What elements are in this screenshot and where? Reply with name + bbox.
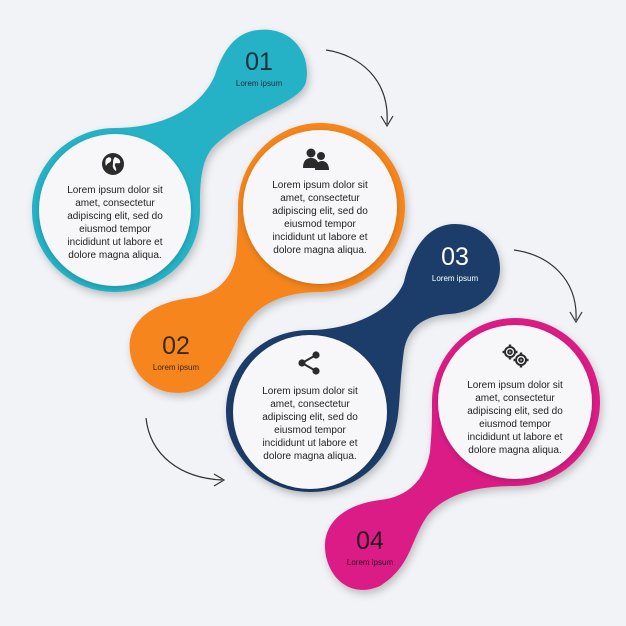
arrow-1-to-2 — [325, 49, 394, 128]
step-1-shape — [32, 29, 307, 292]
step-4-shape — [324, 318, 600, 590]
step-2-label: Lorem ipsum — [152, 363, 200, 372]
arrow-2-to-3 — [145, 417, 226, 487]
step-4-description: Lorem ipsum dolor sit amet, consectetur … — [467, 380, 563, 456]
step-2-description: Lorem ipsum dolor sit amet, consectetur … — [272, 180, 368, 256]
step-3-number: 03 — [441, 243, 469, 271]
share-icon — [298, 351, 320, 375]
step-3-label: Lorem ipsum — [431, 274, 479, 283]
step-1-number: 01 — [245, 48, 273, 76]
step-2-shape — [129, 123, 405, 393]
step-3-description: Lorem ipsum dolor sit amet, consectetur … — [262, 386, 358, 462]
users-icon — [303, 148, 329, 170]
step-1-label: Lorem ipsum — [235, 79, 283, 88]
globe-icon — [102, 153, 124, 175]
arrow-3-to-4 — [513, 249, 583, 324]
step-1-description: Lorem ipsum dolor sit amet, consectetur … — [67, 185, 163, 261]
gears-icon — [502, 344, 529, 368]
step-4-label: Lorem ipsum — [346, 558, 394, 567]
step-2-number: 02 — [162, 332, 190, 360]
step-4-number: 04 — [356, 527, 384, 555]
step-3-shape — [226, 224, 500, 492]
